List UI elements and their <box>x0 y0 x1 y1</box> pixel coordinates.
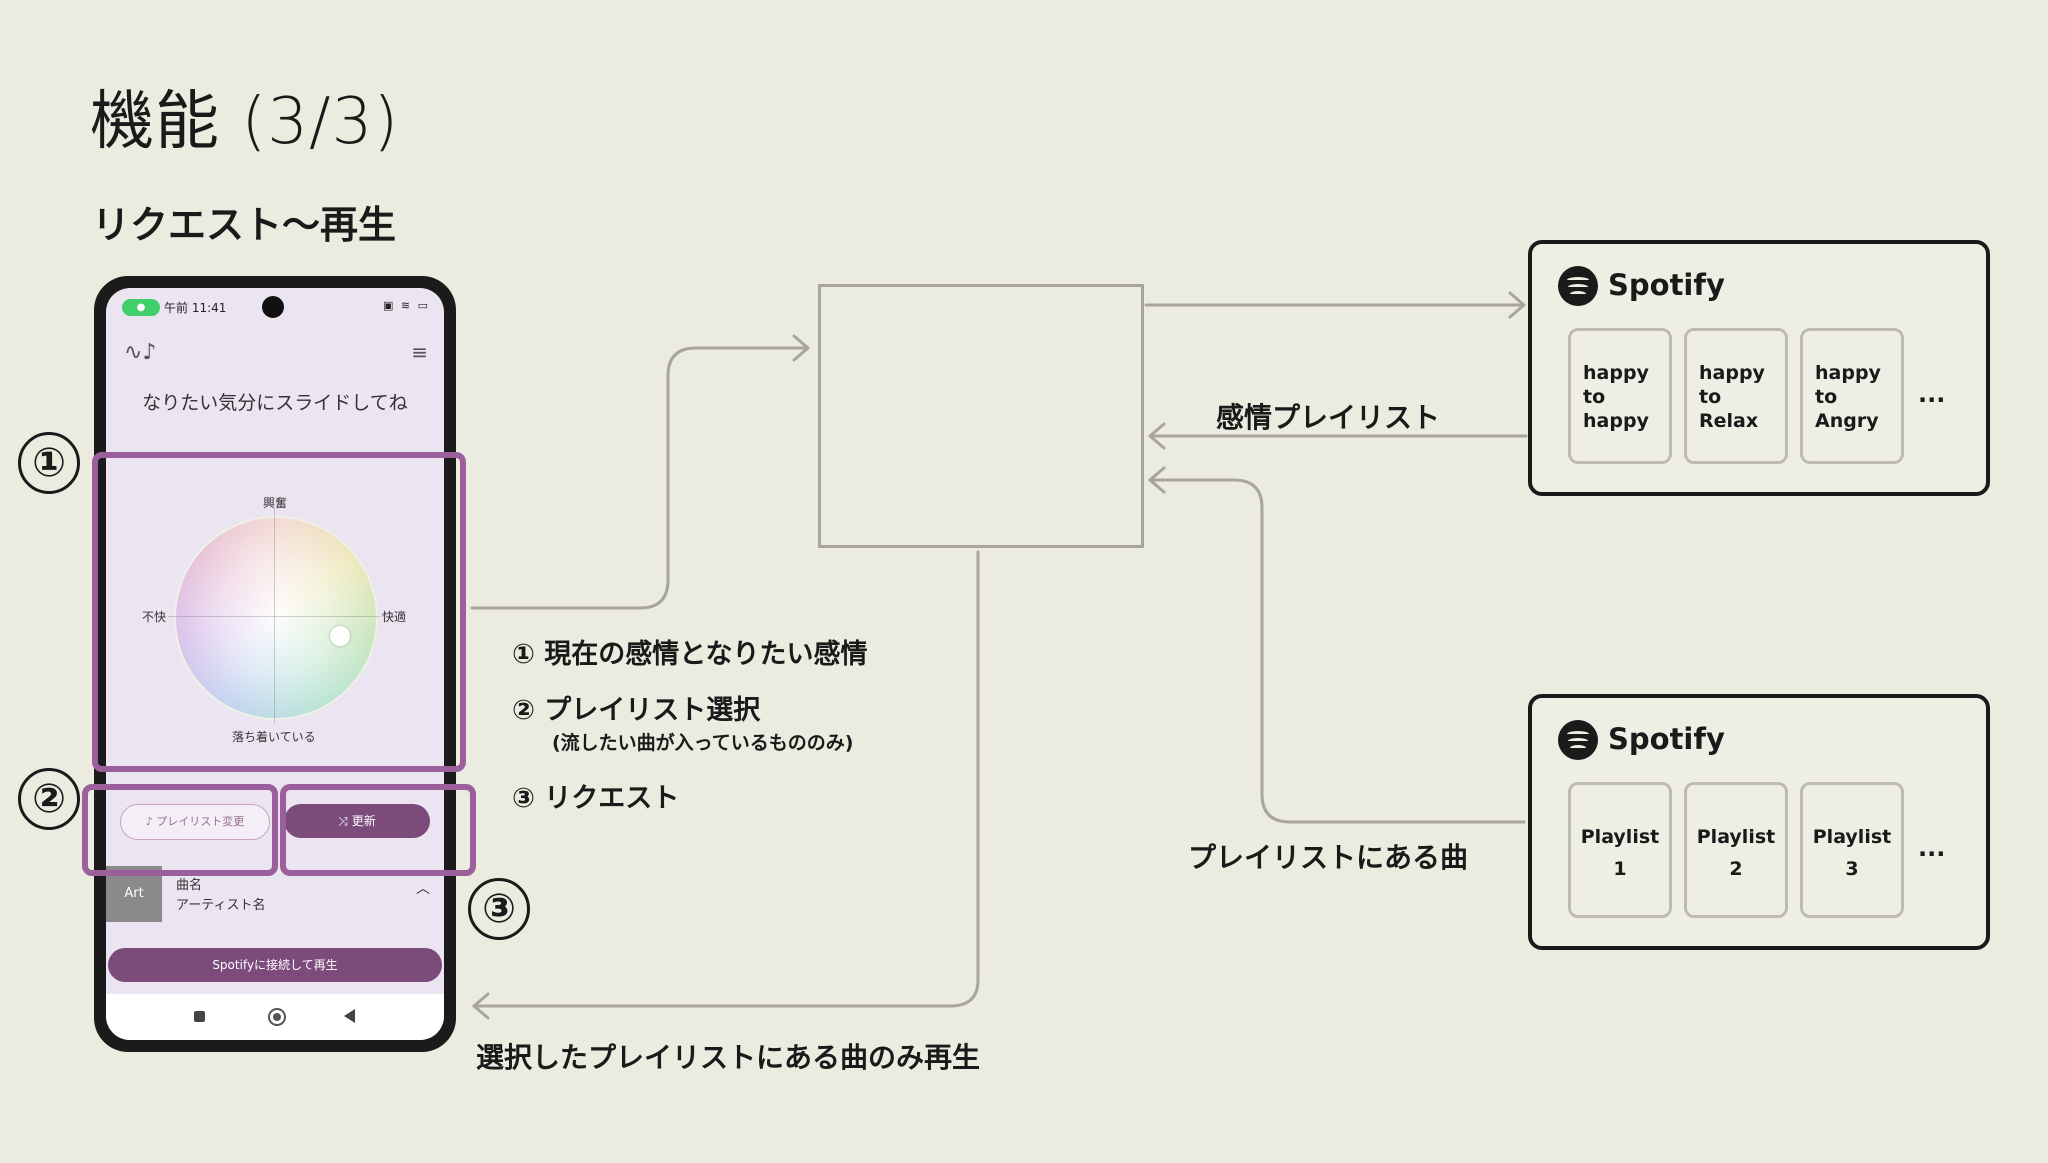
chevron-up-icon[interactable]: ︿ <box>416 881 430 897</box>
playlist-change-label: プレイリスト変更 <box>156 815 245 828</box>
wheel-handle[interactable] <box>330 626 350 646</box>
spotify-name: Spotify <box>1608 722 1725 756</box>
card-line: happy <box>1583 362 1649 384</box>
card-line: Playlist <box>1696 826 1776 848</box>
status-bar: ● 午前 11:41 ▣ ≋ ▭ <box>106 296 444 322</box>
playlist-card[interactable]: Playlist 3 <box>1800 782 1904 918</box>
arrowhead-server-to-phone <box>472 992 490 1020</box>
card-line: to <box>1583 386 1606 408</box>
axis-label-left: 不快 <box>142 610 167 624</box>
home-icon[interactable] <box>268 1008 286 1026</box>
card-line: Relax <box>1699 410 1759 432</box>
emotion-wheel[interactable] <box>174 516 378 720</box>
arrowhead-phone-to-server <box>792 334 810 362</box>
arrow-server-to-phone <box>472 550 980 1008</box>
spotify-logo-icon <box>1558 720 1598 760</box>
card-line: 3 <box>1845 858 1859 880</box>
card-line: Angry <box>1815 410 1879 432</box>
section-title: リクエスト〜再生 <box>92 203 397 247</box>
server-box <box>818 284 1144 548</box>
back-icon[interactable] <box>344 1009 355 1023</box>
highlight-update <box>280 784 476 876</box>
step-3: ③ リクエスト <box>512 783 680 814</box>
arrow-playlist-songs <box>1148 478 1526 824</box>
spotify-user-playlists: Spotify Playlist 1 Playlist 2 Playlist 3 ..… <box>1528 694 1990 950</box>
marker-3: ③ <box>468 878 530 940</box>
more-ellipsis: ... <box>1918 834 1946 862</box>
marker-2: ② <box>18 768 80 830</box>
shuffle-icon: ⤨ <box>338 814 352 828</box>
update-label: 更新 <box>351 814 376 828</box>
wheel-horizontal-axis <box>168 616 380 617</box>
card-line: happy <box>1815 362 1881 384</box>
wheel-vertical-axis <box>274 508 275 724</box>
music-note-icon: ♪ <box>145 815 157 828</box>
card-line: happy <box>1583 410 1649 432</box>
card-line: 2 <box>1729 858 1743 880</box>
marker-1: ① <box>18 432 80 494</box>
card-line: to <box>1815 386 1838 408</box>
label-play-selected: 選択したプレイリストにある曲のみ再生 <box>476 1041 981 1074</box>
label-songs-in-playlist: プレイリストにある曲 <box>1188 841 1469 874</box>
android-navbar <box>106 994 444 1040</box>
highlight-emotion-wheel <box>92 452 466 772</box>
artist-name: アーティスト名 <box>176 898 266 913</box>
axis-label-bottom: 落ち着いている <box>232 730 316 744</box>
status-time: 午前 11:41 <box>164 301 227 315</box>
song-name: 曲名 <box>176 878 203 893</box>
arrow-phone-to-server <box>470 346 810 610</box>
camera-icon <box>262 296 284 318</box>
card-line: Playlist <box>1580 826 1660 848</box>
more-ellipsis: ... <box>1918 380 1946 408</box>
axis-label-right: 快適 <box>382 610 407 624</box>
page-title: 機能 (3/3) <box>90 85 400 159</box>
phone-mockup: ● 午前 11:41 ▣ ≋ ▭ ∿♪ ≡ なりたい気分にスライドしてね 興奮 … <box>94 276 456 1052</box>
arrowhead-server-to-spotify <box>1508 291 1526 319</box>
playlist-card[interactable]: Playlist 1 <box>1568 782 1672 918</box>
music-note-icon[interactable]: ∿♪ <box>124 340 157 365</box>
mic-icon: ● <box>122 299 160 316</box>
status-icons: ▣ ≋ ▭ <box>383 299 430 312</box>
card-line: Playlist <box>1812 826 1892 848</box>
axis-label-top: 興奮 <box>263 496 288 510</box>
step-2-note: (流したい曲が入っているもののみ) <box>552 732 854 754</box>
spotify-logo-icon <box>1558 266 1598 306</box>
card-line: 1 <box>1613 858 1627 880</box>
update-button[interactable]: ⤨ 更新 <box>284 804 430 838</box>
connect-spotify-button[interactable]: Spotifyに接続して再生 <box>108 948 442 982</box>
step-2: ② プレイリスト選択 <box>512 695 761 726</box>
hamburger-menu-icon[interactable]: ≡ <box>411 340 428 364</box>
arrowhead-playlist-songs <box>1148 466 1166 494</box>
card-line: to <box>1699 386 1722 408</box>
label-emotion-playlists: 感情プレイリスト <box>1216 401 1441 434</box>
phone-screen: ● 午前 11:41 ▣ ≋ ▭ ∿♪ ≡ なりたい気分にスライドしてね 興奮 … <box>106 288 444 1040</box>
highlight-playlist-change <box>82 784 278 876</box>
step-1: ① 現在の感情となりたい感情 <box>512 639 868 670</box>
card-line: happy <box>1699 362 1765 384</box>
playlist-card[interactable]: Playlist 2 <box>1684 782 1788 918</box>
playlist-change-button[interactable]: ♪ プレイリスト変更 <box>120 804 270 840</box>
recents-icon[interactable] <box>194 1011 205 1022</box>
slide-instruction: なりたい気分にスライドしてね <box>142 392 408 414</box>
arrowhead-emotion-playlists <box>1148 422 1166 450</box>
spotify-name: Spotify <box>1608 268 1725 302</box>
